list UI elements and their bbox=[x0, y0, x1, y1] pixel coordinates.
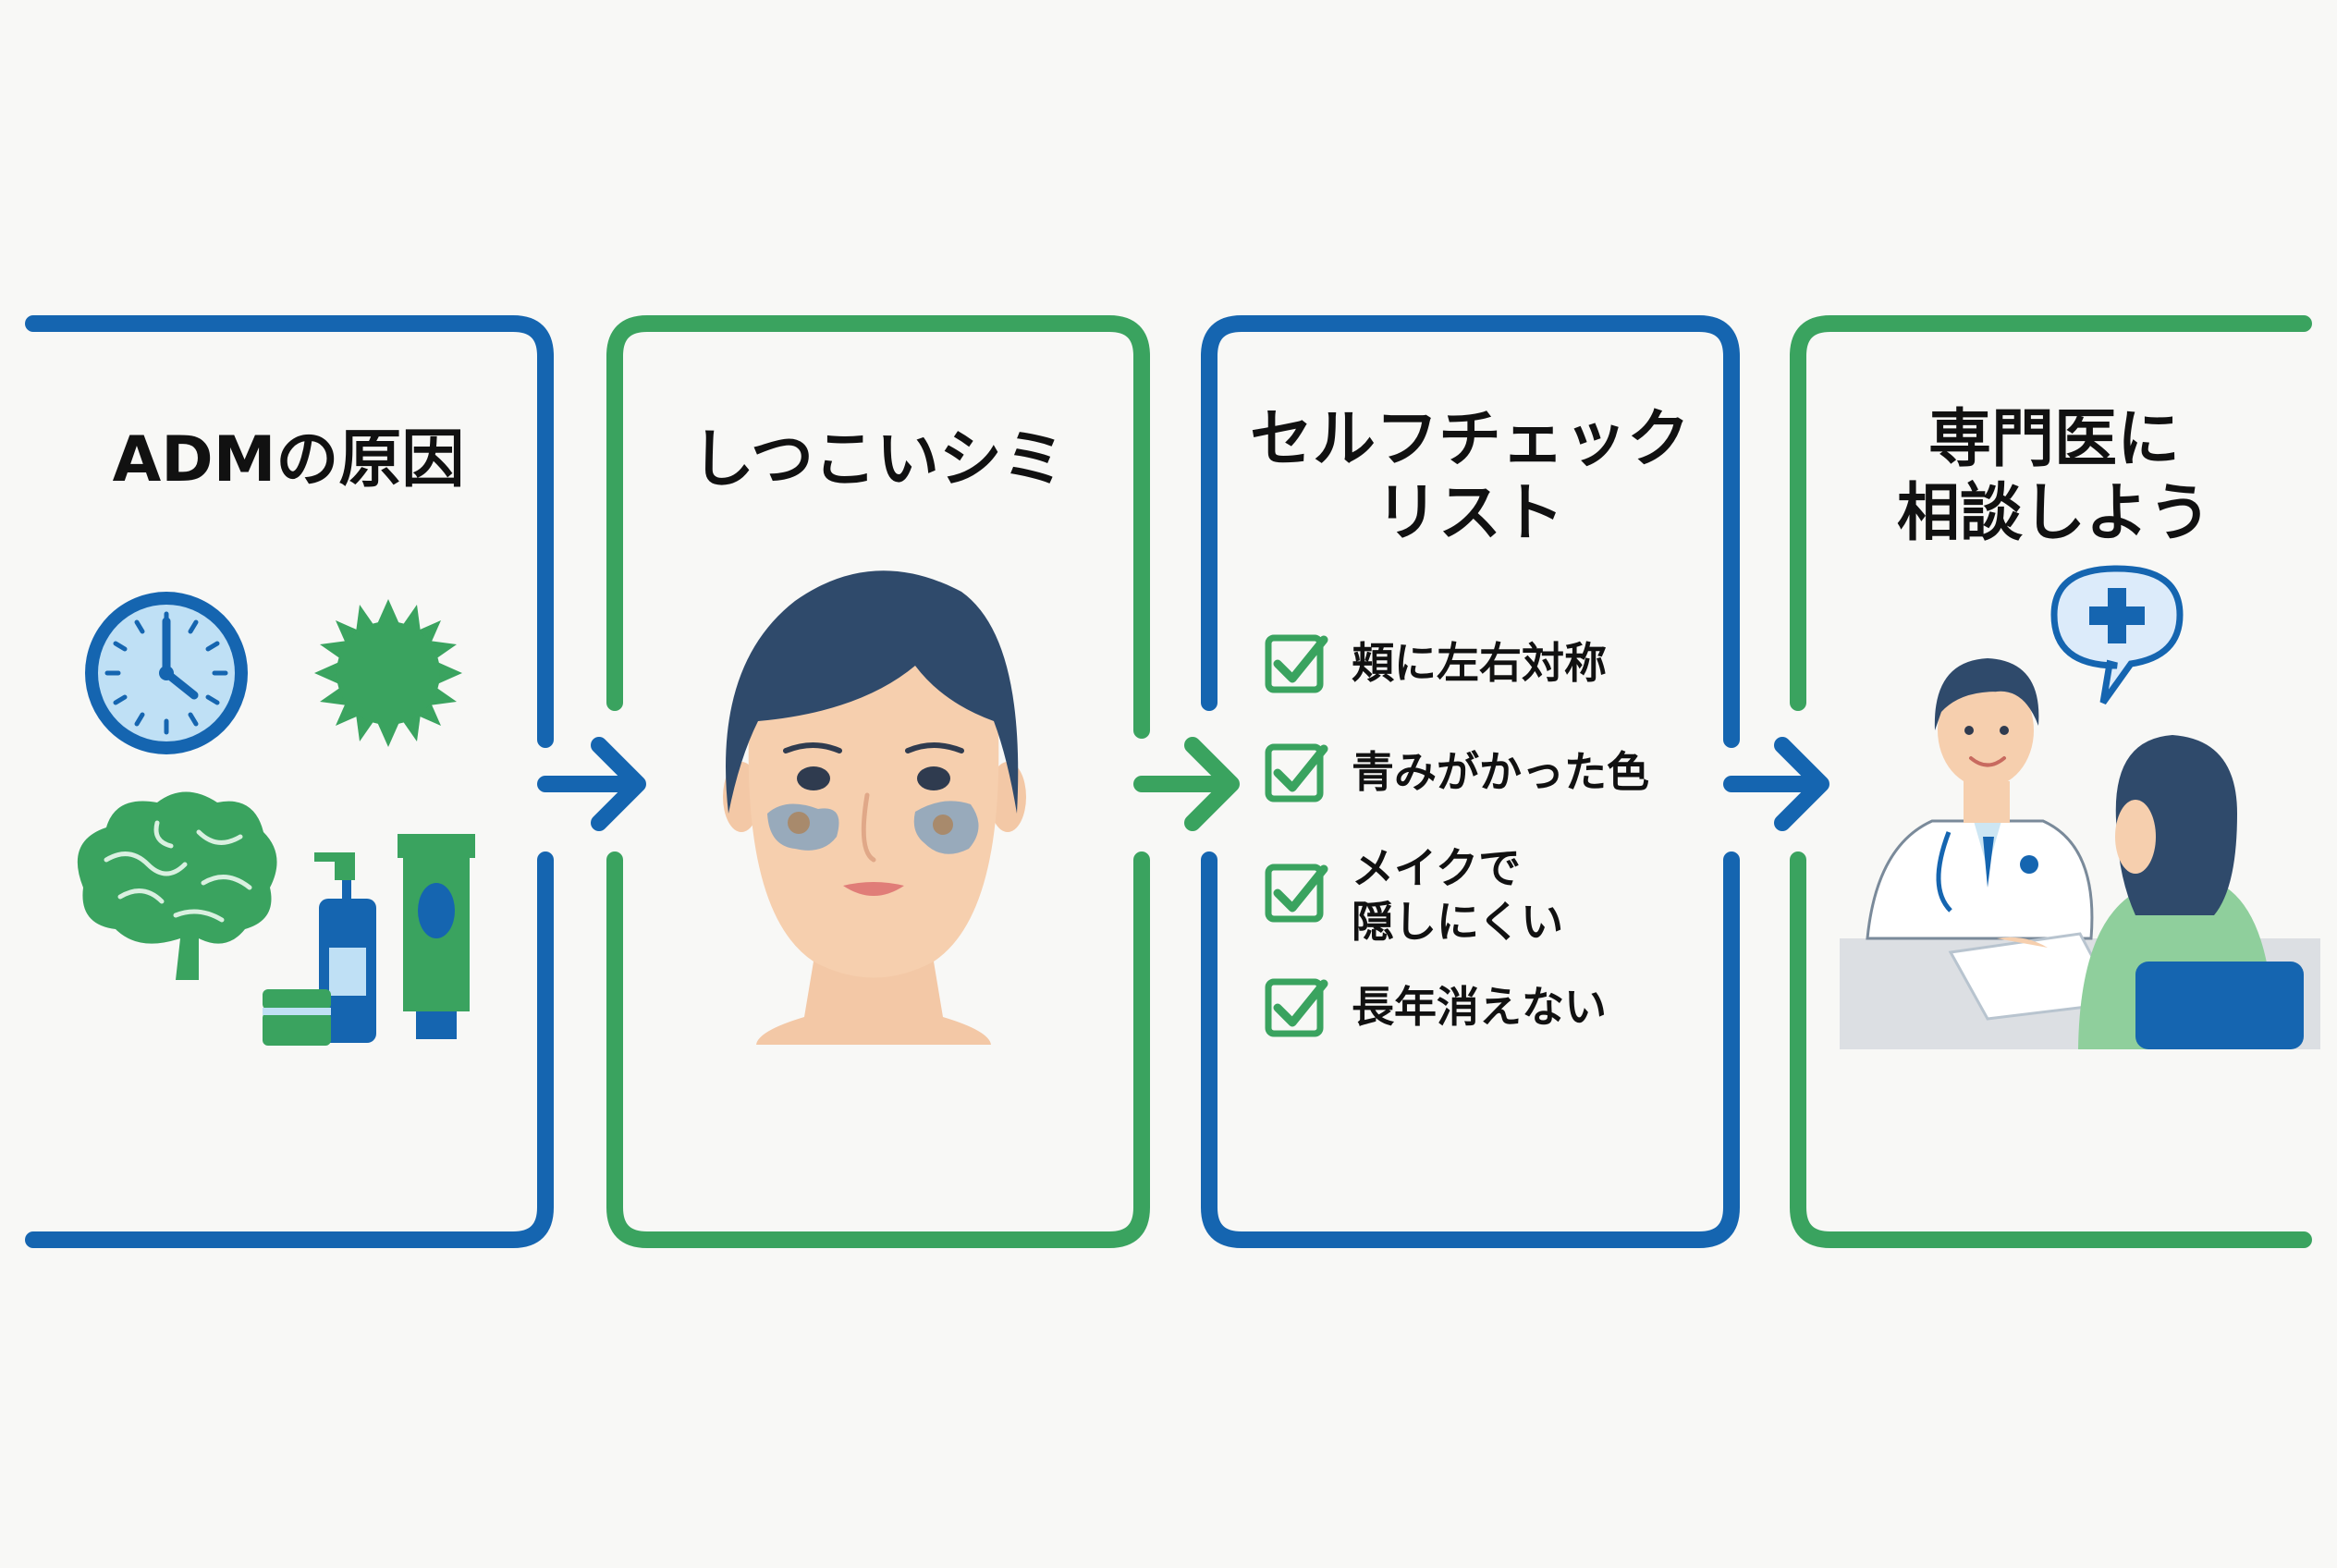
medical-cross-speech-icon bbox=[2050, 565, 2184, 705]
brain-icon bbox=[77, 791, 277, 980]
checklist-item-3: メイクで 隠しにくい bbox=[1352, 843, 1564, 947]
checkbox-3 bbox=[1265, 864, 1328, 923]
checkbox-2 bbox=[1265, 743, 1328, 802]
arrow-1 bbox=[537, 737, 646, 831]
checklist-item-4: 長年消えない bbox=[1352, 982, 1607, 1032]
checklist-item-2: 青みがかった色 bbox=[1352, 747, 1649, 797]
panel-2-border bbox=[606, 315, 1150, 1248]
panel-3-border bbox=[1201, 315, 1740, 1248]
checkbox-1 bbox=[1265, 634, 1328, 693]
panel-2-title: しつこいシミ bbox=[691, 423, 1065, 496]
clock-icon bbox=[85, 592, 248, 754]
panel-4-border bbox=[1790, 315, 2312, 1248]
checkbox-4 bbox=[1265, 978, 1328, 1037]
panel-1-title: ADMの原因 bbox=[112, 423, 465, 496]
arrow-3 bbox=[1723, 737, 1829, 831]
panel-4-title: 専門医に 相談しよう bbox=[1896, 403, 2211, 550]
doctor-consultation-icon bbox=[1840, 658, 2320, 1049]
panel-1-border bbox=[25, 315, 554, 1248]
checklist-item-1: 頬に左右対称 bbox=[1352, 638, 1607, 688]
panel-3-title: セルフチェック リスト bbox=[1249, 403, 1690, 550]
sun-icon bbox=[314, 599, 462, 747]
skincare-products-icon bbox=[263, 834, 475, 1046]
arrow-2 bbox=[1133, 737, 1240, 831]
face-with-spots-icon bbox=[723, 570, 1026, 1045]
